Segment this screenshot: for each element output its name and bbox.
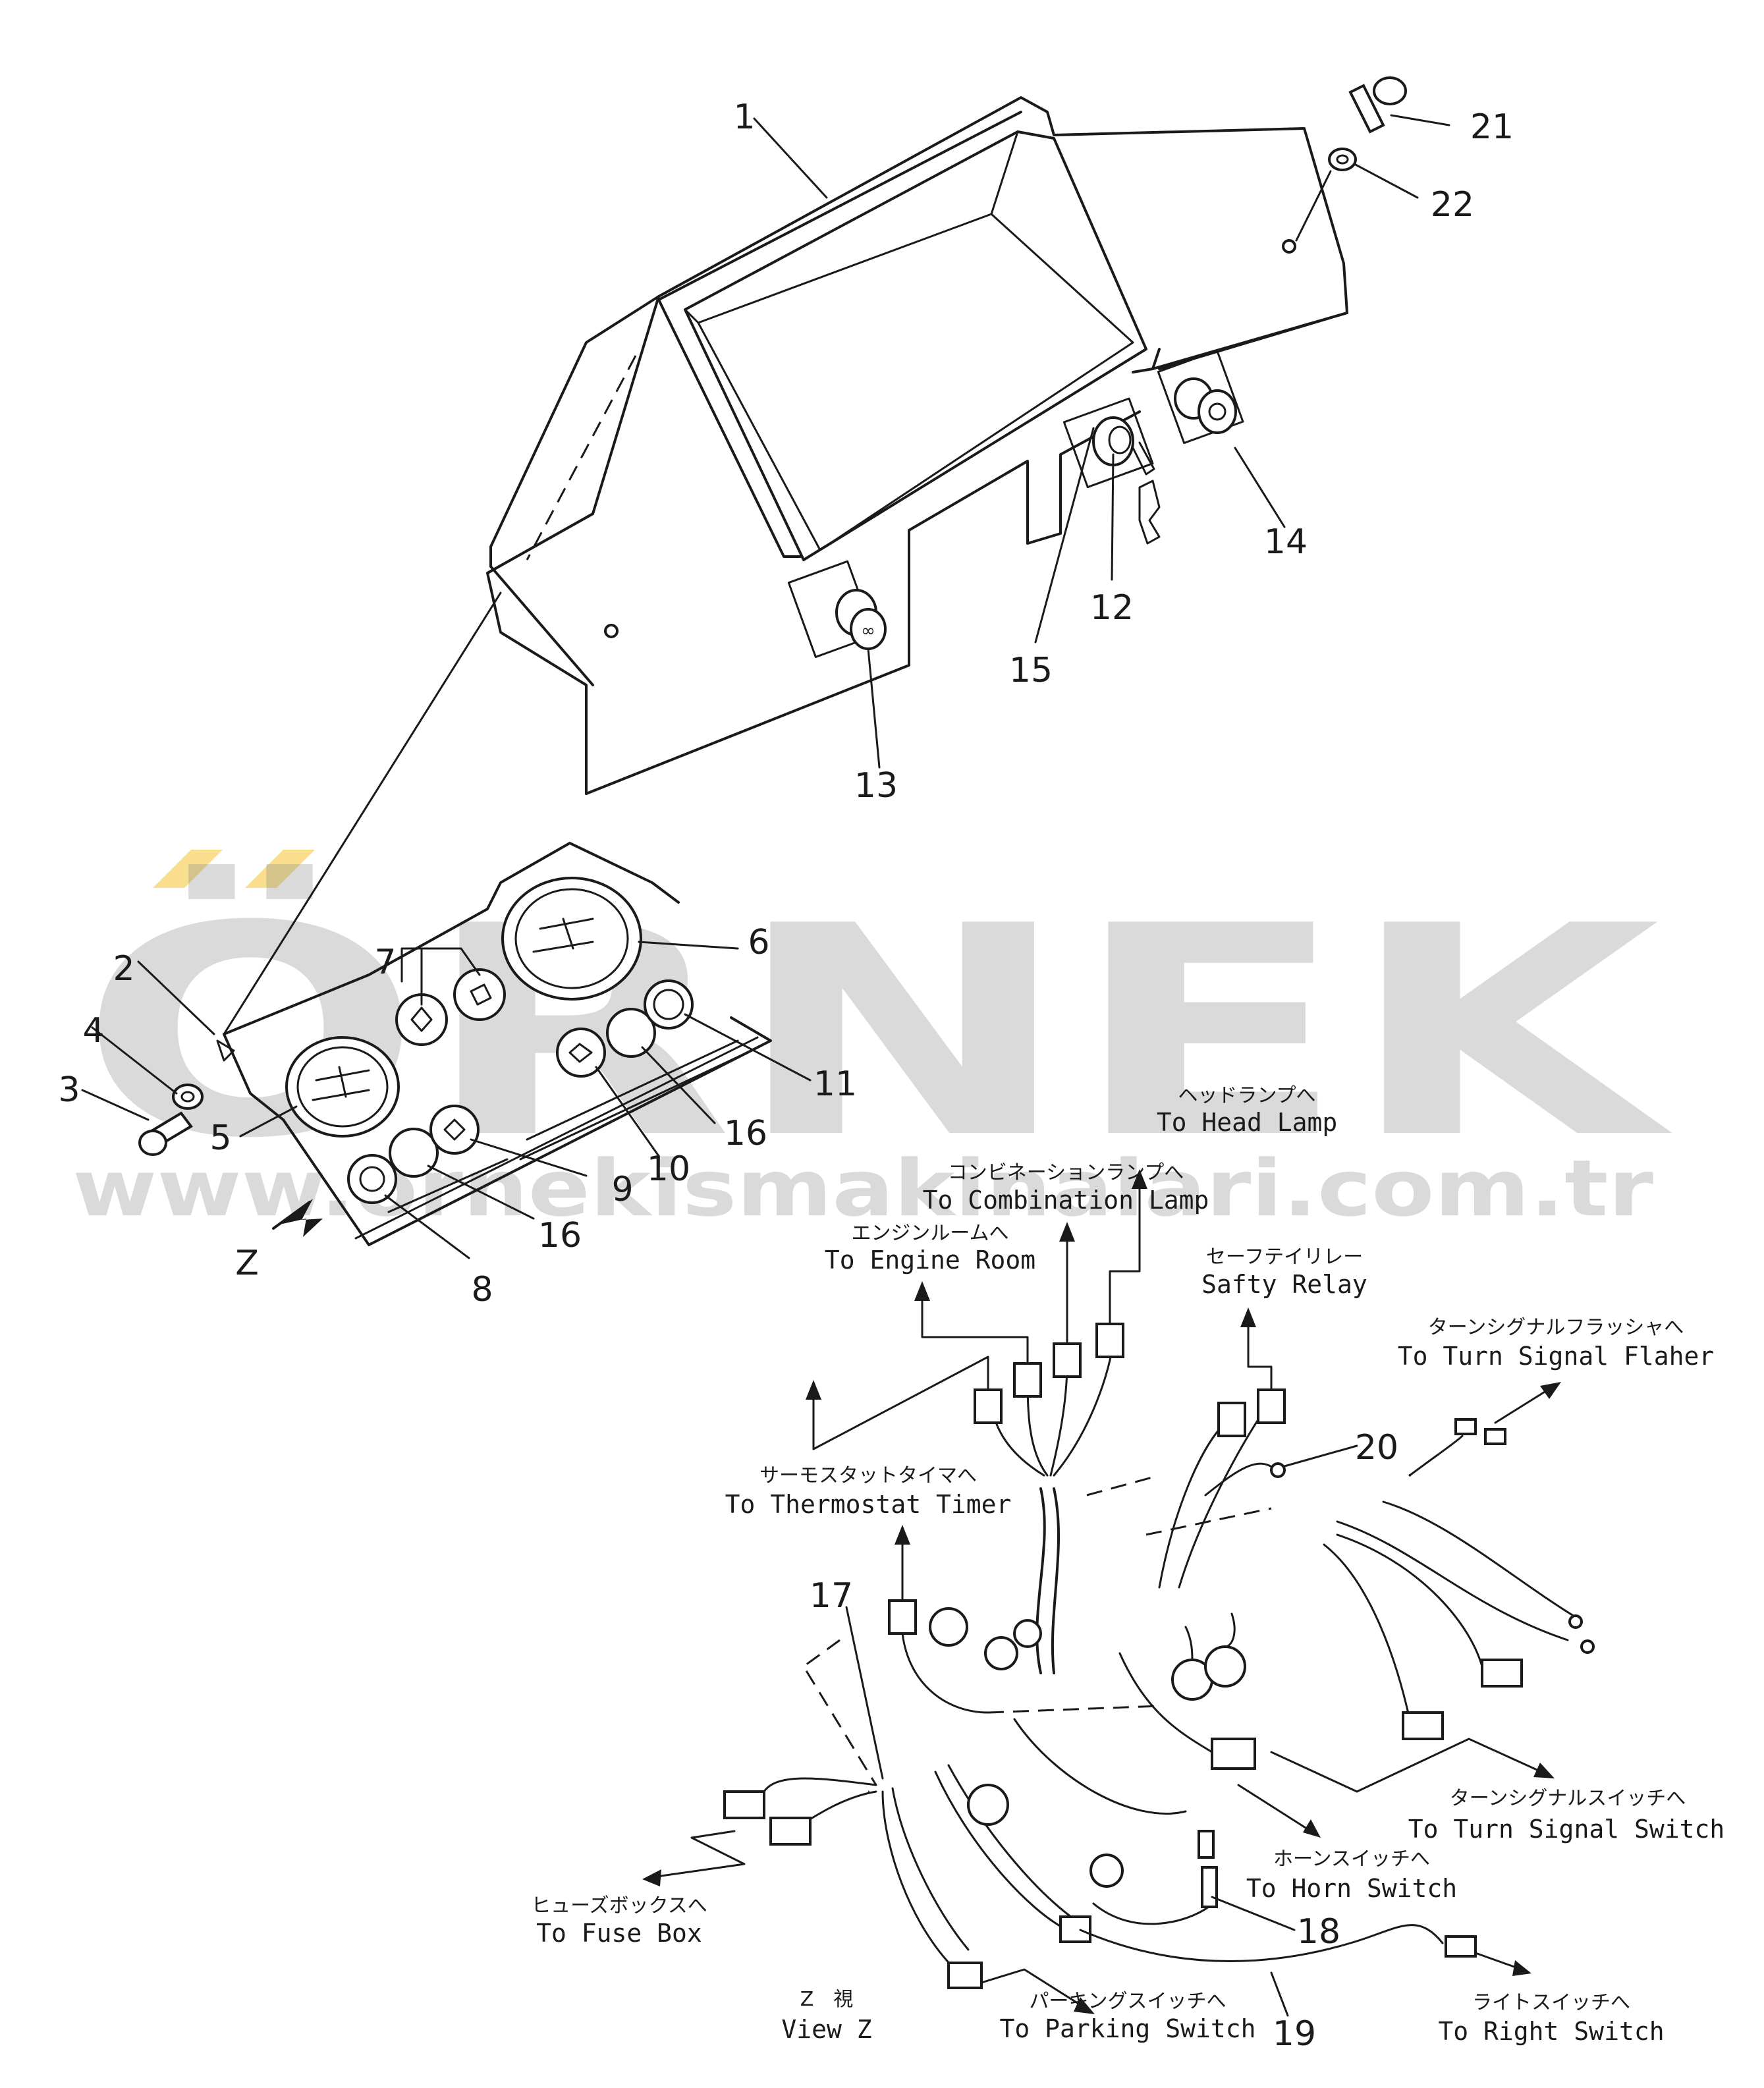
wiring-harness <box>723 1323 1595 1989</box>
destination-fuse-box: ヒューズボックスへ To Fuse Box <box>531 1894 707 1948</box>
svg-text:To Turn Signal Switch: To Turn Signal Switch <box>1408 1815 1724 1844</box>
svg-text:パーキングスイッチへ: パーキングスイッチへ <box>1029 1990 1226 2013</box>
svg-text:To Horn Switch: To Horn Switch <box>1246 1874 1457 1903</box>
rotary-switch: ∞ <box>835 589 887 650</box>
part-label: 1 <box>733 97 755 137</box>
destination-right-switch: ライトスイッチへ To Right Switch <box>1438 1991 1664 2046</box>
watermark-accent-mark <box>153 850 223 888</box>
part-label: 8 <box>471 1270 493 1309</box>
svg-text:サーモスタットタイマへ: サーモスタットタイマへ <box>759 1464 977 1487</box>
svg-text:To Engine Room: To Engine Room <box>825 1246 1035 1275</box>
watermark: ÖRNEK www.ornekismakinalari.com.tr <box>72 850 1675 1234</box>
svg-text:ヘッドランプへ: ヘッドランプへ <box>1178 1084 1315 1107</box>
part-label: 19 <box>1273 2014 1316 2054</box>
part-label: 16 <box>538 1216 582 1255</box>
watermark-brand: ÖRNEK <box>79 862 1675 1202</box>
part-label: 13 <box>854 766 898 806</box>
part-label: 22 <box>1431 185 1474 225</box>
watermark-url: www.ornekismakinalari.com.tr <box>72 1143 1653 1234</box>
svg-text:To Head Lamp: To Head Lamp <box>1157 1108 1338 1137</box>
svg-text:セーフテイリレー: セーフテイリレー <box>1206 1246 1363 1269</box>
destination-safty-relay: セーフテイリレー Safty Relay <box>1201 1246 1367 1299</box>
destination-thermostat-timer: サーモスタットタイマへ To Thermostat Timer <box>725 1464 1012 1519</box>
svg-text:ターンシグナルスイッチへ: ターンシグナルスイッチへ <box>1450 1787 1686 1810</box>
svg-text:ホーンスイッチへ: ホーンスイッチへ <box>1273 1848 1430 1871</box>
part-labels: 1 2 3 4 5 6 7 8 9 10 11 12 13 14 15 16 1… <box>58 97 1514 2054</box>
svg-text:エンジンルームへ: エンジンルームへ <box>851 1222 1008 1245</box>
watermark-accent-mark <box>245 850 315 888</box>
svg-text:∞: ∞ <box>861 621 875 641</box>
part-label: 10 <box>647 1149 690 1189</box>
part-label: 4 <box>82 1011 104 1051</box>
part-label: 14 <box>1264 522 1308 562</box>
light-switch <box>1174 377 1237 434</box>
part-label: 3 <box>58 1070 80 1110</box>
destination-turn-signal-switch: ターンシグナルスイッチへ To Turn Signal Switch <box>1408 1787 1724 1844</box>
part-label: 16 <box>724 1114 767 1153</box>
part-label: 15 <box>1009 651 1053 690</box>
svg-text:To Thermostat Timer: To Thermostat Timer <box>725 1490 1012 1519</box>
part-leaders <box>81 114 1450 2017</box>
destination-labels: ヘッドランプへ To Head Lamp コンビネーションランプへ To Com… <box>531 1084 1724 2046</box>
part-label: 12 <box>1090 588 1134 628</box>
part-label: 11 <box>813 1064 857 1104</box>
svg-text:To Right Switch: To Right Switch <box>1438 2017 1664 2046</box>
gauge-panel <box>138 591 772 1246</box>
view-z-arrow-icon <box>277 1199 323 1237</box>
dashboard-housing <box>486 96 1348 795</box>
svg-text:ライトスイッチへ: ライトスイッチへ <box>1472 1991 1630 2014</box>
destination-leaders <box>642 1169 1561 2014</box>
svg-text:コンビネーションランプへ: コンビネーションランプへ <box>948 1161 1184 1184</box>
svg-text:To Parking Switch: To Parking Switch <box>1000 2014 1256 2043</box>
view-z-label: Z <box>235 1244 259 1283</box>
svg-text:ヒューズボックスへ: ヒューズボックスへ <box>531 1894 707 1917</box>
bolt-and-washer <box>1328 76 1407 171</box>
part-label: 7 <box>374 943 396 982</box>
destination-combination-lamp: コンビネーションランプへ To Combination Lamp <box>923 1161 1209 1215</box>
starter-key-switch <box>1092 416 1161 545</box>
destination-view-z: Z 視 View Z <box>781 1988 871 2044</box>
part-label: 20 <box>1355 1428 1398 1468</box>
part-label: 17 <box>810 1576 853 1616</box>
part-label: 9 <box>611 1170 633 1209</box>
svg-text:Safty Relay: Safty Relay <box>1201 1270 1367 1299</box>
destination-parking-switch: パーキングスイッチへ To Parking Switch <box>1000 1990 1256 2043</box>
part-label: 18 <box>1297 1912 1340 1952</box>
svg-text:To Fuse Box: To Fuse Box <box>536 1919 702 1948</box>
svg-text:View Z: View Z <box>781 2015 871 2044</box>
destination-turn-signal-flaher: ターンシグナルフラッシャへ To Turn Signal Flaher <box>1398 1316 1714 1371</box>
part-label: 6 <box>748 923 769 962</box>
part-label: 21 <box>1470 107 1514 147</box>
destination-head-lamp: ヘッドランプへ To Head Lamp <box>1157 1084 1338 1137</box>
svg-text:Z 視: Z 視 <box>800 1988 854 2011</box>
svg-text:To Combination Lamp: To Combination Lamp <box>923 1186 1209 1215</box>
part-label: 5 <box>209 1118 231 1158</box>
svg-text:To Turn Signal Flaher: To Turn Signal Flaher <box>1398 1342 1714 1371</box>
destination-engine-room: エンジンルームへ To Engine Room <box>825 1222 1035 1275</box>
destination-horn-switch: ホーンスイッチへ To Horn Switch <box>1246 1848 1457 1903</box>
part-label: 2 <box>113 949 134 989</box>
svg-text:ターンシグナルフラッシャへ: ターンシグナルフラッシャへ <box>1428 1316 1684 1339</box>
